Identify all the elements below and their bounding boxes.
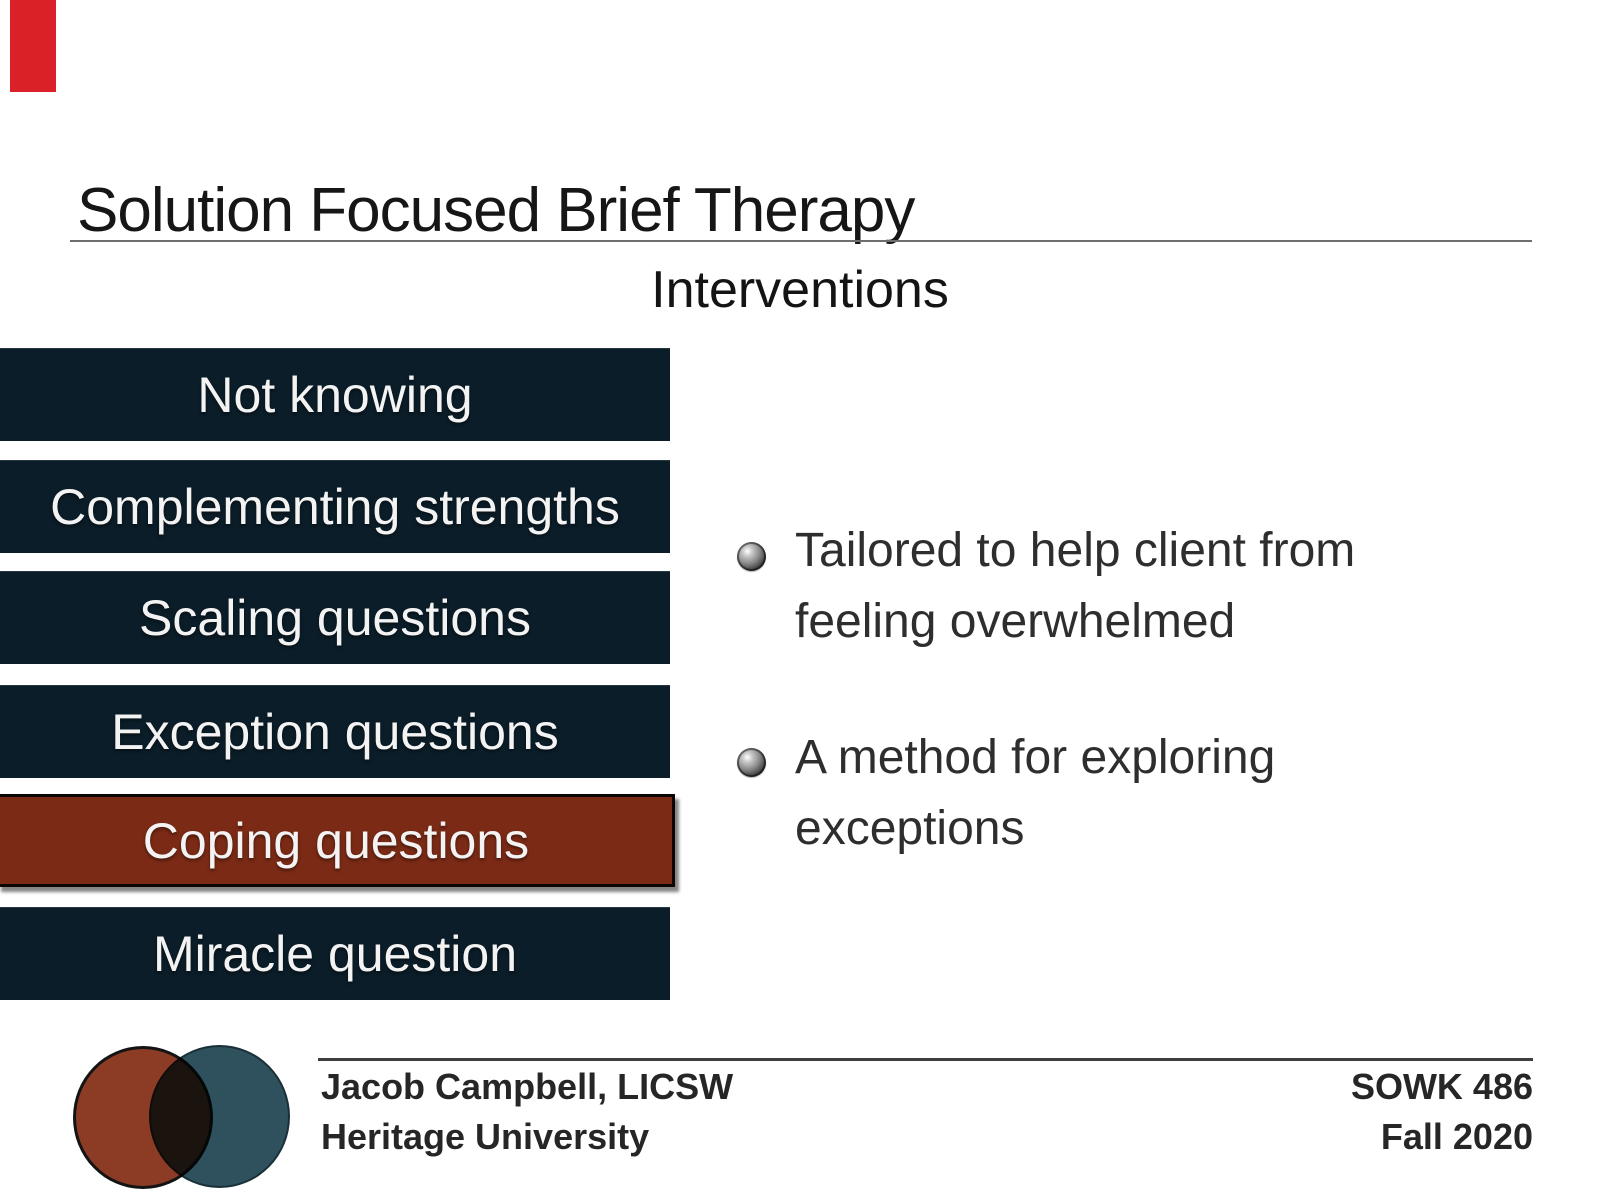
footer-course: SOWK 486 <box>1350 1066 1533 1107</box>
footer-course-block: SOWK 486 Fall 2020 <box>1351 1062 1533 1162</box>
intervention-bar-scaling-questions: Scaling questions <box>0 571 670 664</box>
intervention-label: Exception questions <box>111 703 559 760</box>
title-divider <box>70 240 1532 242</box>
footer-term: Fall 2020 <box>1380 1116 1533 1157</box>
intervention-bar-coping-questions-highlighted: Coping questions <box>0 794 675 887</box>
slide-subtitle: Interventions <box>651 261 949 319</box>
intervention-bar-exception-questions: Exception questions <box>0 685 670 778</box>
intervention-label: Not knowing <box>197 366 473 423</box>
red-slide-marker-icon <box>10 0 56 92</box>
intervention-label: Scaling questions <box>139 589 531 646</box>
bullet-sphere-icon <box>737 748 766 777</box>
intervention-label: Complementing strengths <box>50 478 620 535</box>
footer-institution: Heritage University <box>321 1116 650 1157</box>
footer-author-block: Jacob Campbell, LICSW Heritage Universit… <box>321 1062 733 1162</box>
intervention-label: Coping questions <box>142 812 530 869</box>
slide-title: Solution Focused Brief Therapy <box>77 175 915 245</box>
logo-teal-circle-icon <box>149 1045 290 1188</box>
intervention-bar-complementing-strengths: Complementing strengths <box>0 460 670 553</box>
bullet-item: A method for exploring exceptions <box>795 731 1276 855</box>
intervention-bar-not-knowing: Not knowing <box>0 348 670 441</box>
footer-author: Jacob Campbell, LICSW <box>321 1066 734 1107</box>
bullet-sphere-icon <box>737 542 766 571</box>
intervention-bar-miracle-question: Miracle question <box>0 907 670 1000</box>
bullet-item: Tailored to help client from feeling ove… <box>795 524 1356 648</box>
intervention-label: Miracle question <box>152 925 518 982</box>
footer-divider <box>318 1058 1533 1061</box>
